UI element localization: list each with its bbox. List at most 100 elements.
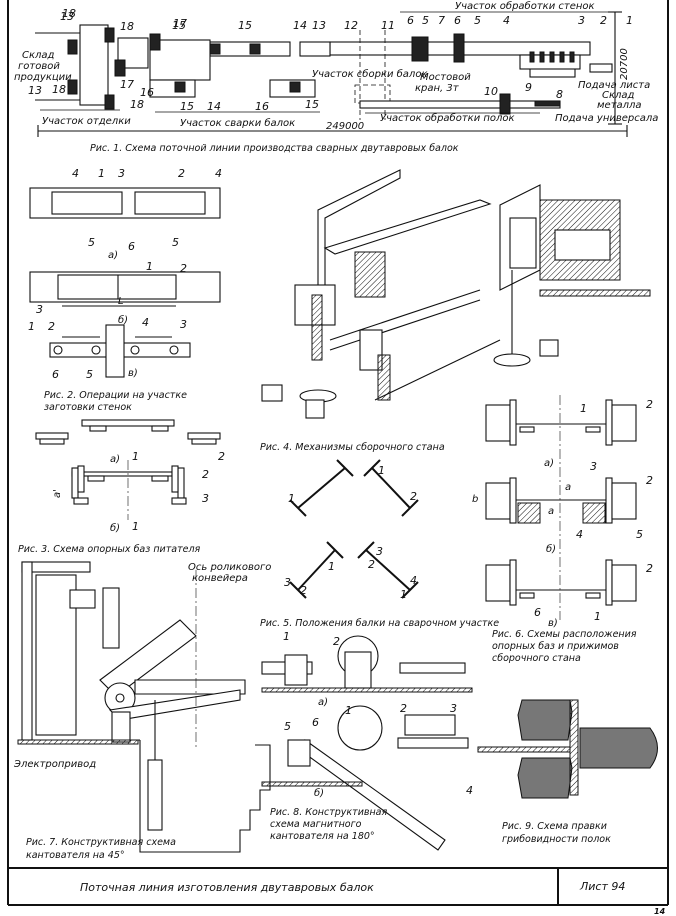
- fig1-rollers: [529, 51, 575, 63]
- svg-text:2: 2: [400, 702, 407, 715]
- svg-text:18: 18: [120, 20, 134, 33]
- fig1-dim-width: 20700: [619, 48, 630, 80]
- svg-text:10: 10: [484, 85, 498, 98]
- fig1-area-wall-processing: Участок обработки стенок: [455, 0, 595, 12]
- svg-text:2: 2: [178, 167, 185, 180]
- fig1-metal-warehouse-line2: металла: [597, 100, 642, 111]
- fig3-sub-a: а): [110, 454, 120, 465]
- fig1-area-beam-welding: Участок сварки балок: [180, 117, 295, 129]
- svg-text:5: 5: [88, 236, 95, 249]
- fig1-production-line: [35, 11, 628, 137]
- svg-text:5: 5: [172, 236, 179, 249]
- svg-text:4: 4: [503, 14, 510, 27]
- sheet-frame: [7, 0, 669, 906]
- svg-text:14: 14: [293, 19, 307, 32]
- svg-text:2: 2: [646, 398, 653, 411]
- fig9-caption-line2: грибовидности полок: [502, 834, 611, 845]
- svg-text:2: 2: [333, 635, 340, 648]
- fig6-sub-b: б): [546, 543, 556, 555]
- svg-text:6: 6: [407, 14, 414, 27]
- svg-text:18: 18: [52, 83, 66, 96]
- fig6-clamp-schemes: [485, 395, 637, 620]
- fig2-dim-l: L: [118, 296, 124, 307]
- fig6-sub-c: в): [548, 618, 558, 629]
- svg-text:1: 1: [345, 704, 352, 717]
- fig1-warehouse-line3: продукции: [14, 72, 72, 83]
- svg-text:1: 1: [626, 14, 633, 27]
- svg-text:5: 5: [474, 14, 481, 27]
- svg-text:1: 1: [28, 320, 35, 333]
- fig2-caption-line2: заготовки стенок: [44, 402, 132, 413]
- fig4-caption: Рис. 4. Механизмы сборочного стана: [260, 442, 445, 453]
- fig6-caption-line3: сборочного стана: [492, 653, 581, 664]
- svg-text:1: 1: [132, 450, 139, 463]
- fig8-sub-b: б): [314, 787, 324, 799]
- svg-text:2: 2: [300, 584, 307, 597]
- fig1-dim-length: 249000: [326, 121, 364, 132]
- svg-text:17: 17: [120, 78, 134, 91]
- svg-text:2: 2: [646, 562, 653, 575]
- svg-text:1: 1: [132, 520, 139, 533]
- fig8-magnetic-turner-180: [261, 635, 473, 851]
- fig3-position-numbers: 1 2 1 2 3: [132, 450, 225, 533]
- fig2-sub-a: а): [108, 250, 118, 261]
- svg-text:6: 6: [312, 716, 319, 729]
- fig7-conveyor-axis-line1: Ось роликового: [188, 562, 271, 573]
- fig6-dim-a1: a: [565, 482, 571, 493]
- svg-text:2: 2: [368, 558, 375, 571]
- svg-text:8: 8: [556, 88, 563, 101]
- fig7-turner-45: [17, 561, 271, 853]
- svg-text:16: 16: [255, 100, 269, 113]
- svg-text:2: 2: [180, 262, 187, 275]
- fig1-crane-line2: кран, 3т: [415, 83, 460, 94]
- fig1-metal-warehouse-line1: Склад: [602, 90, 635, 101]
- svg-text:3: 3: [376, 545, 383, 558]
- fig4-assembly-mill: [261, 169, 651, 419]
- svg-text:15: 15: [305, 98, 319, 111]
- svg-text:5: 5: [422, 14, 429, 27]
- fig8-caption-line3: кантователя на 180°: [270, 831, 375, 842]
- svg-text:7: 7: [438, 14, 445, 27]
- fig5-beam-positions: [289, 459, 419, 599]
- fig3-sub-b: б): [110, 522, 120, 534]
- svg-text:14: 14: [207, 100, 221, 113]
- svg-text:3: 3: [180, 318, 187, 331]
- corner-mark: 14: [654, 907, 666, 916]
- svg-text:12: 12: [344, 19, 358, 32]
- fig6-sub-a: а): [544, 458, 554, 469]
- svg-text:13: 13: [312, 19, 326, 32]
- svg-text:3: 3: [578, 14, 585, 27]
- fig6-dim-b: b: [472, 494, 478, 505]
- svg-text:1: 1: [288, 492, 295, 505]
- fig7-caption-line1: Рис. 7. Конструктивная схема: [26, 837, 176, 848]
- sheet-number: Лист 94: [579, 880, 625, 893]
- fig8-position-numbers: 1 2 1 2 3 4 5 6: [283, 630, 473, 797]
- fig2-sub-b: б): [118, 314, 128, 326]
- fig1-area-finishing: Участок отделки: [42, 116, 131, 127]
- svg-text:3: 3: [284, 576, 291, 589]
- fig3-caption: Рис. 3. Схема опорных баз питателя: [18, 544, 201, 555]
- fig7-caption-line2: кантователя на 45°: [26, 850, 125, 861]
- svg-text:1: 1: [400, 588, 407, 601]
- svg-text:1: 1: [594, 610, 601, 623]
- svg-text:3: 3: [36, 303, 43, 316]
- svg-text:5: 5: [636, 528, 643, 541]
- svg-text:2: 2: [600, 14, 607, 27]
- svg-text:18: 18: [62, 7, 76, 20]
- fig1-crane-line1: Мостовой: [420, 72, 471, 83]
- fig2-wall-operations: [29, 187, 221, 378]
- svg-text:18: 18: [130, 98, 144, 111]
- svg-text:1: 1: [328, 560, 335, 573]
- svg-text:4: 4: [410, 574, 417, 587]
- sheet-title: Поточная линия изготовления двутавровых …: [80, 881, 374, 894]
- svg-text:1: 1: [98, 167, 105, 180]
- svg-text:2: 2: [48, 320, 55, 333]
- svg-text:5: 5: [284, 720, 291, 733]
- svg-text:9: 9: [525, 81, 532, 94]
- svg-text:3: 3: [202, 492, 209, 505]
- fig8-caption-line1: Рис. 8. Конструктивная: [270, 807, 388, 818]
- svg-text:2: 2: [202, 468, 209, 481]
- svg-text:1: 1: [283, 630, 290, 643]
- svg-text:5: 5: [86, 368, 93, 381]
